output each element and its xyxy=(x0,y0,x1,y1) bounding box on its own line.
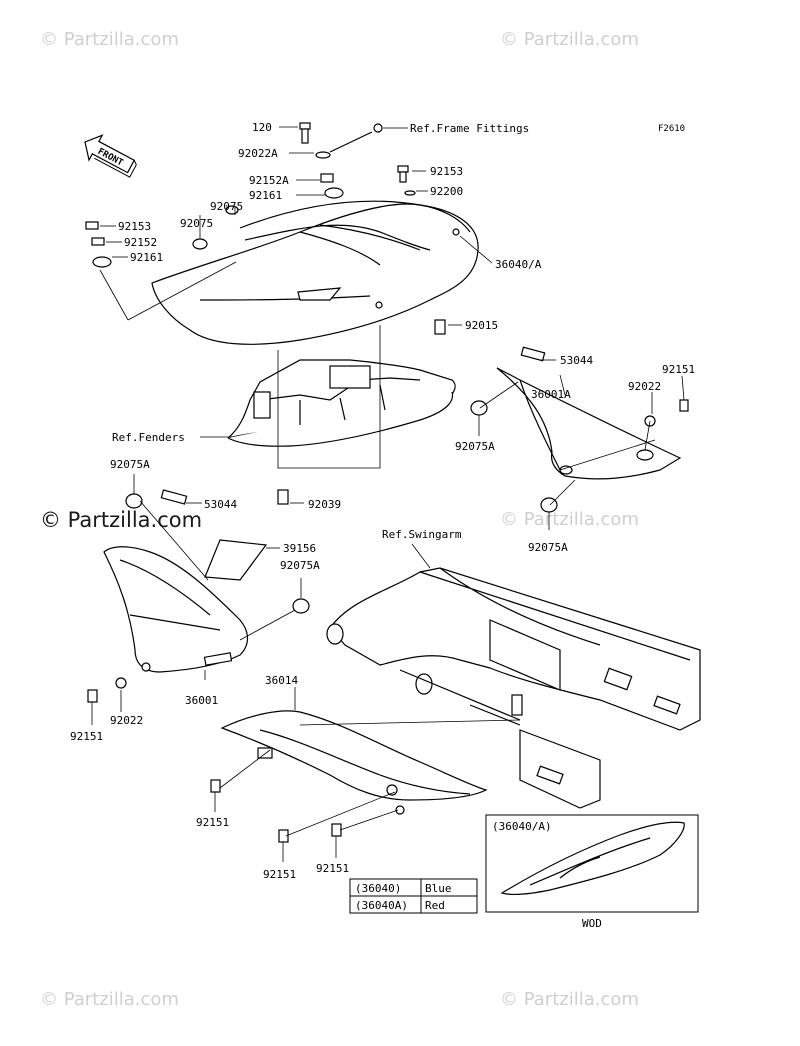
color-table-color-1: Blue xyxy=(425,882,452,895)
pin-53044-right xyxy=(520,346,546,362)
washer-92022-left xyxy=(115,677,127,689)
callout-92075A-r2: 92075A xyxy=(528,541,568,554)
grommet-92075A-l2 xyxy=(292,598,310,614)
callout-ref-fenders: Ref.Fenders xyxy=(112,431,185,444)
callout-92022-right: 92022 xyxy=(628,380,661,393)
washer-92200 xyxy=(404,190,416,196)
callout-36001A: 36001A xyxy=(531,388,571,401)
side-cover-36001A xyxy=(470,346,689,513)
callout-92075A-l2: 92075A xyxy=(280,559,320,572)
frame-rod-end xyxy=(373,123,383,133)
figure-id: F2610 xyxy=(658,124,685,134)
side-cover-36001 xyxy=(87,489,310,703)
callout-92161-left: 92161 xyxy=(130,251,163,264)
callout-92075A-r1: 92075A xyxy=(455,440,495,453)
bolt-120-shank xyxy=(301,128,309,144)
pin-53044-left xyxy=(160,489,188,505)
rivet-92039 xyxy=(277,489,289,505)
callout-36040-A: 36040/A xyxy=(495,258,542,271)
callout-92015: 92015 xyxy=(465,319,498,332)
callout-92075A-l1: 92075A xyxy=(110,458,150,471)
grommet-92075A-r1 xyxy=(470,400,488,416)
washer-92022A xyxy=(315,151,331,159)
grommet-92161-left xyxy=(92,256,112,268)
rear-fender xyxy=(227,359,456,447)
chain-guard-36014 xyxy=(210,710,488,843)
callout-ref-frame-fittings: Ref.Frame Fittings xyxy=(410,122,529,135)
inset-caption: WOD xyxy=(582,917,602,930)
bolt-92153-top xyxy=(397,165,409,173)
top-fasteners xyxy=(85,122,446,335)
color-table-code-2: (36040A) xyxy=(355,899,408,912)
collar-92152-left xyxy=(91,237,105,246)
callout-92152-left: 92152 xyxy=(124,236,157,249)
bolt-92151-b1 xyxy=(210,779,221,793)
inset-box: (36040/A) WOD xyxy=(485,814,699,930)
seat-cowl-36040 xyxy=(151,200,479,345)
color-table-color-2: Red xyxy=(425,899,445,912)
bolt-120 xyxy=(299,122,311,130)
bolt-92151-b3 xyxy=(331,823,342,837)
swingarm xyxy=(326,567,701,809)
bolt-92151-b2 xyxy=(278,829,289,843)
bolt-92151-right xyxy=(679,399,689,412)
nut-92015 xyxy=(434,319,446,335)
leader-lines xyxy=(91,126,685,862)
callout-53044-left: 53044 xyxy=(204,498,237,511)
bolt-92153-top-shank xyxy=(399,171,407,183)
callout-92039: 92039 xyxy=(308,498,341,511)
grommet-92075A-l1 xyxy=(125,493,143,509)
callout-labels: 120 92022A Ref.Frame Fittings 92152A 921… xyxy=(70,121,695,881)
callout-120: 120 xyxy=(252,121,272,134)
callout-92153-top: 92153 xyxy=(430,165,463,178)
callout-36001: 36001 xyxy=(185,694,218,707)
callout-92022A: 92022A xyxy=(238,147,278,160)
watermark-top-left: © Partzilla.com xyxy=(40,29,179,50)
watermark-group: © Partzilla.com © Partzilla.com © Partzi… xyxy=(40,29,639,1010)
grommet-92161-top xyxy=(324,187,344,199)
callout-92151-b2: 92151 xyxy=(263,868,296,881)
callout-92075-b: 92075 xyxy=(210,200,243,213)
grommet-92075-a xyxy=(192,238,208,250)
inset-title: (36040/A) xyxy=(492,820,552,833)
watermark-top-right: © Partzilla.com xyxy=(500,29,639,50)
color-table: (36040) Blue (36040A) Red xyxy=(349,878,478,914)
callout-36014: 36014 xyxy=(265,674,298,687)
front-arrow-icon: FRONT xyxy=(84,134,137,178)
callout-39156: 39156 xyxy=(283,542,316,555)
frame-rod xyxy=(329,131,373,153)
callout-92151-b3: 92151 xyxy=(316,862,349,875)
watermark-bottom-right: © Partzilla.com xyxy=(500,989,639,1010)
callout-ref-swingarm: Ref.Swingarm xyxy=(382,528,462,541)
callout-92075-a: 92075 xyxy=(180,217,213,230)
watermark-mid-right: © Partzilla.com xyxy=(500,509,639,530)
callout-92161-top: 92161 xyxy=(249,189,282,202)
watermark-bottom-left: © Partzilla.com xyxy=(40,989,179,1010)
callout-92022-left: 92022 xyxy=(110,714,143,727)
callout-92151-b1: 92151 xyxy=(196,816,229,829)
callout-92152A: 92152A xyxy=(249,174,289,187)
watermark-mid-left: © Partzilla.com xyxy=(40,508,202,532)
color-table-code-1: (36040) xyxy=(355,882,401,895)
callout-92153-left: 92153 xyxy=(118,220,151,233)
bolt-92153-left xyxy=(85,221,99,230)
decal-39156 xyxy=(204,539,268,581)
callout-92200: 92200 xyxy=(430,185,463,198)
callout-92151-left: 92151 xyxy=(70,730,103,743)
callout-53044-right: 53044 xyxy=(560,354,593,367)
callout-92151-right: 92151 xyxy=(662,363,695,376)
bolt-92151-left xyxy=(87,689,98,703)
collar-92152A xyxy=(320,173,334,183)
